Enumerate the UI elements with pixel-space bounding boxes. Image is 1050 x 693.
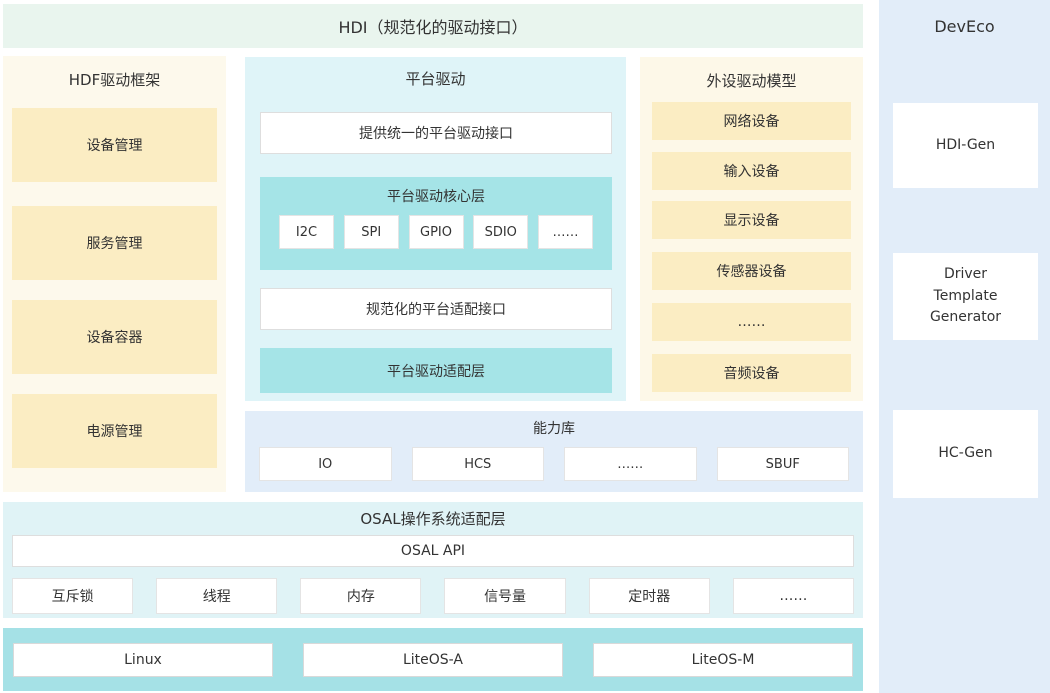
bus-gpio: GPIO: [408, 215, 464, 249]
capability-library-title: 能力库: [533, 421, 575, 437]
osal-semaphore: 信号量: [444, 578, 566, 614]
kernel-bar: Linux LiteOS-A LiteOS-M: [3, 628, 863, 691]
kernel-row: Linux LiteOS-A LiteOS-M: [13, 643, 853, 677]
peripheral-display-device: 显示设备: [652, 201, 851, 239]
deveco-tool-hc-gen: HC-Gen: [893, 410, 1038, 498]
capability-hcs: HCS: [411, 447, 544, 481]
kernel-liteos-a: LiteOS-A: [303, 643, 563, 677]
kernel-linux: Linux: [13, 643, 273, 677]
platform-adapt-interface-box: 规范化的平台适配接口: [260, 288, 612, 330]
osal-row: 互斥锁 线程 内存 信号量 定时器 ……: [12, 578, 854, 614]
deveco-tool-driver-template-generator: Driver Template Generator: [893, 253, 1038, 340]
osal-more: ……: [732, 578, 854, 614]
hdf-framework-panel: HDF驱动框架 设备管理 服务管理 设备容器 电源管理: [3, 56, 226, 492]
hdf-item-device-management: 设备管理: [12, 108, 217, 182]
bus-i2c: I2C: [279, 215, 334, 249]
peripheral-models-title: 外设驱动模型: [706, 71, 797, 90]
peripheral-audio-device: 音频设备: [652, 354, 851, 392]
deveco-tool-hdi-gen-label: HDI-Gen: [935, 136, 996, 153]
osal-mutex: 互斥锁: [12, 578, 134, 614]
osal-title: OSAL操作系统适配层: [360, 509, 506, 528]
peripheral-more: ……: [652, 303, 851, 341]
platform-unified-interface-box: 提供统一的平台驱动接口: [260, 112, 612, 154]
hdi-layer-label: HDI（规范化的驱动接口）: [338, 18, 528, 37]
deveco-title: DevEco: [934, 16, 995, 36]
platform-core-layer-title: 平台驱动核心层: [387, 189, 485, 205]
bus-sdio: SDIO: [473, 215, 529, 249]
deveco-tool-hc-gen-label: HC-Gen: [938, 445, 993, 462]
platform-driver-panel: 平台驱动 提供统一的平台驱动接口 平台驱动核心层 I2C SPI GPIO SD…: [245, 57, 626, 401]
capability-row: IO HCS …… SBUF: [259, 447, 849, 481]
capability-more: ……: [564, 447, 697, 481]
capability-library-panel: 能力库 IO HCS …… SBUF: [245, 411, 863, 492]
deveco-tool-hdi-gen: HDI-Gen: [893, 103, 1038, 188]
platform-core-layer: 平台驱动核心层 I2C SPI GPIO SDIO ……: [260, 177, 612, 270]
osal-panel: OSAL操作系统适配层 OSAL API 互斥锁 线程 内存 信号量 定时器 ……: [3, 502, 863, 618]
osal-api-box: OSAL API: [12, 535, 854, 567]
capability-io: IO: [259, 447, 392, 481]
hdi-layer-bar: HDI（规范化的驱动接口）: [3, 4, 863, 48]
osal-timer: 定时器: [588, 578, 710, 614]
osal-memory: 内存: [300, 578, 422, 614]
platform-adapt-layer-box: 平台驱动适配层: [260, 348, 612, 393]
peripheral-network-device: 网络设备: [652, 102, 851, 140]
kernel-liteos-m: LiteOS-M: [593, 643, 853, 677]
deveco-panel: DevEco HDI-Gen Driver Template Generator…: [879, 0, 1050, 693]
bus-spi: SPI: [343, 215, 399, 249]
capability-sbuf: SBUF: [716, 447, 849, 481]
peripheral-sensor-device: 传感器设备: [652, 252, 851, 290]
hdf-framework-title: HDF驱动框架: [68, 70, 161, 89]
platform-driver-title: 平台驱动: [405, 69, 466, 88]
hdf-item-power-management: 电源管理: [12, 394, 217, 468]
bus-more: ……: [538, 215, 593, 249]
hdf-item-device-container: 设备容器: [12, 300, 217, 374]
deveco-tool-driver-template-generator-label: Driver Template Generator: [929, 265, 1002, 326]
hdf-item-service-management: 服务管理: [12, 206, 217, 280]
peripheral-models-panel: 外设驱动模型 网络设备 输入设备 显示设备 传感器设备 …… 音频设备: [640, 57, 863, 401]
osal-thread: 线程: [156, 578, 278, 614]
platform-bus-row: I2C SPI GPIO SDIO ……: [260, 215, 612, 249]
peripheral-input-device: 输入设备: [652, 152, 851, 190]
